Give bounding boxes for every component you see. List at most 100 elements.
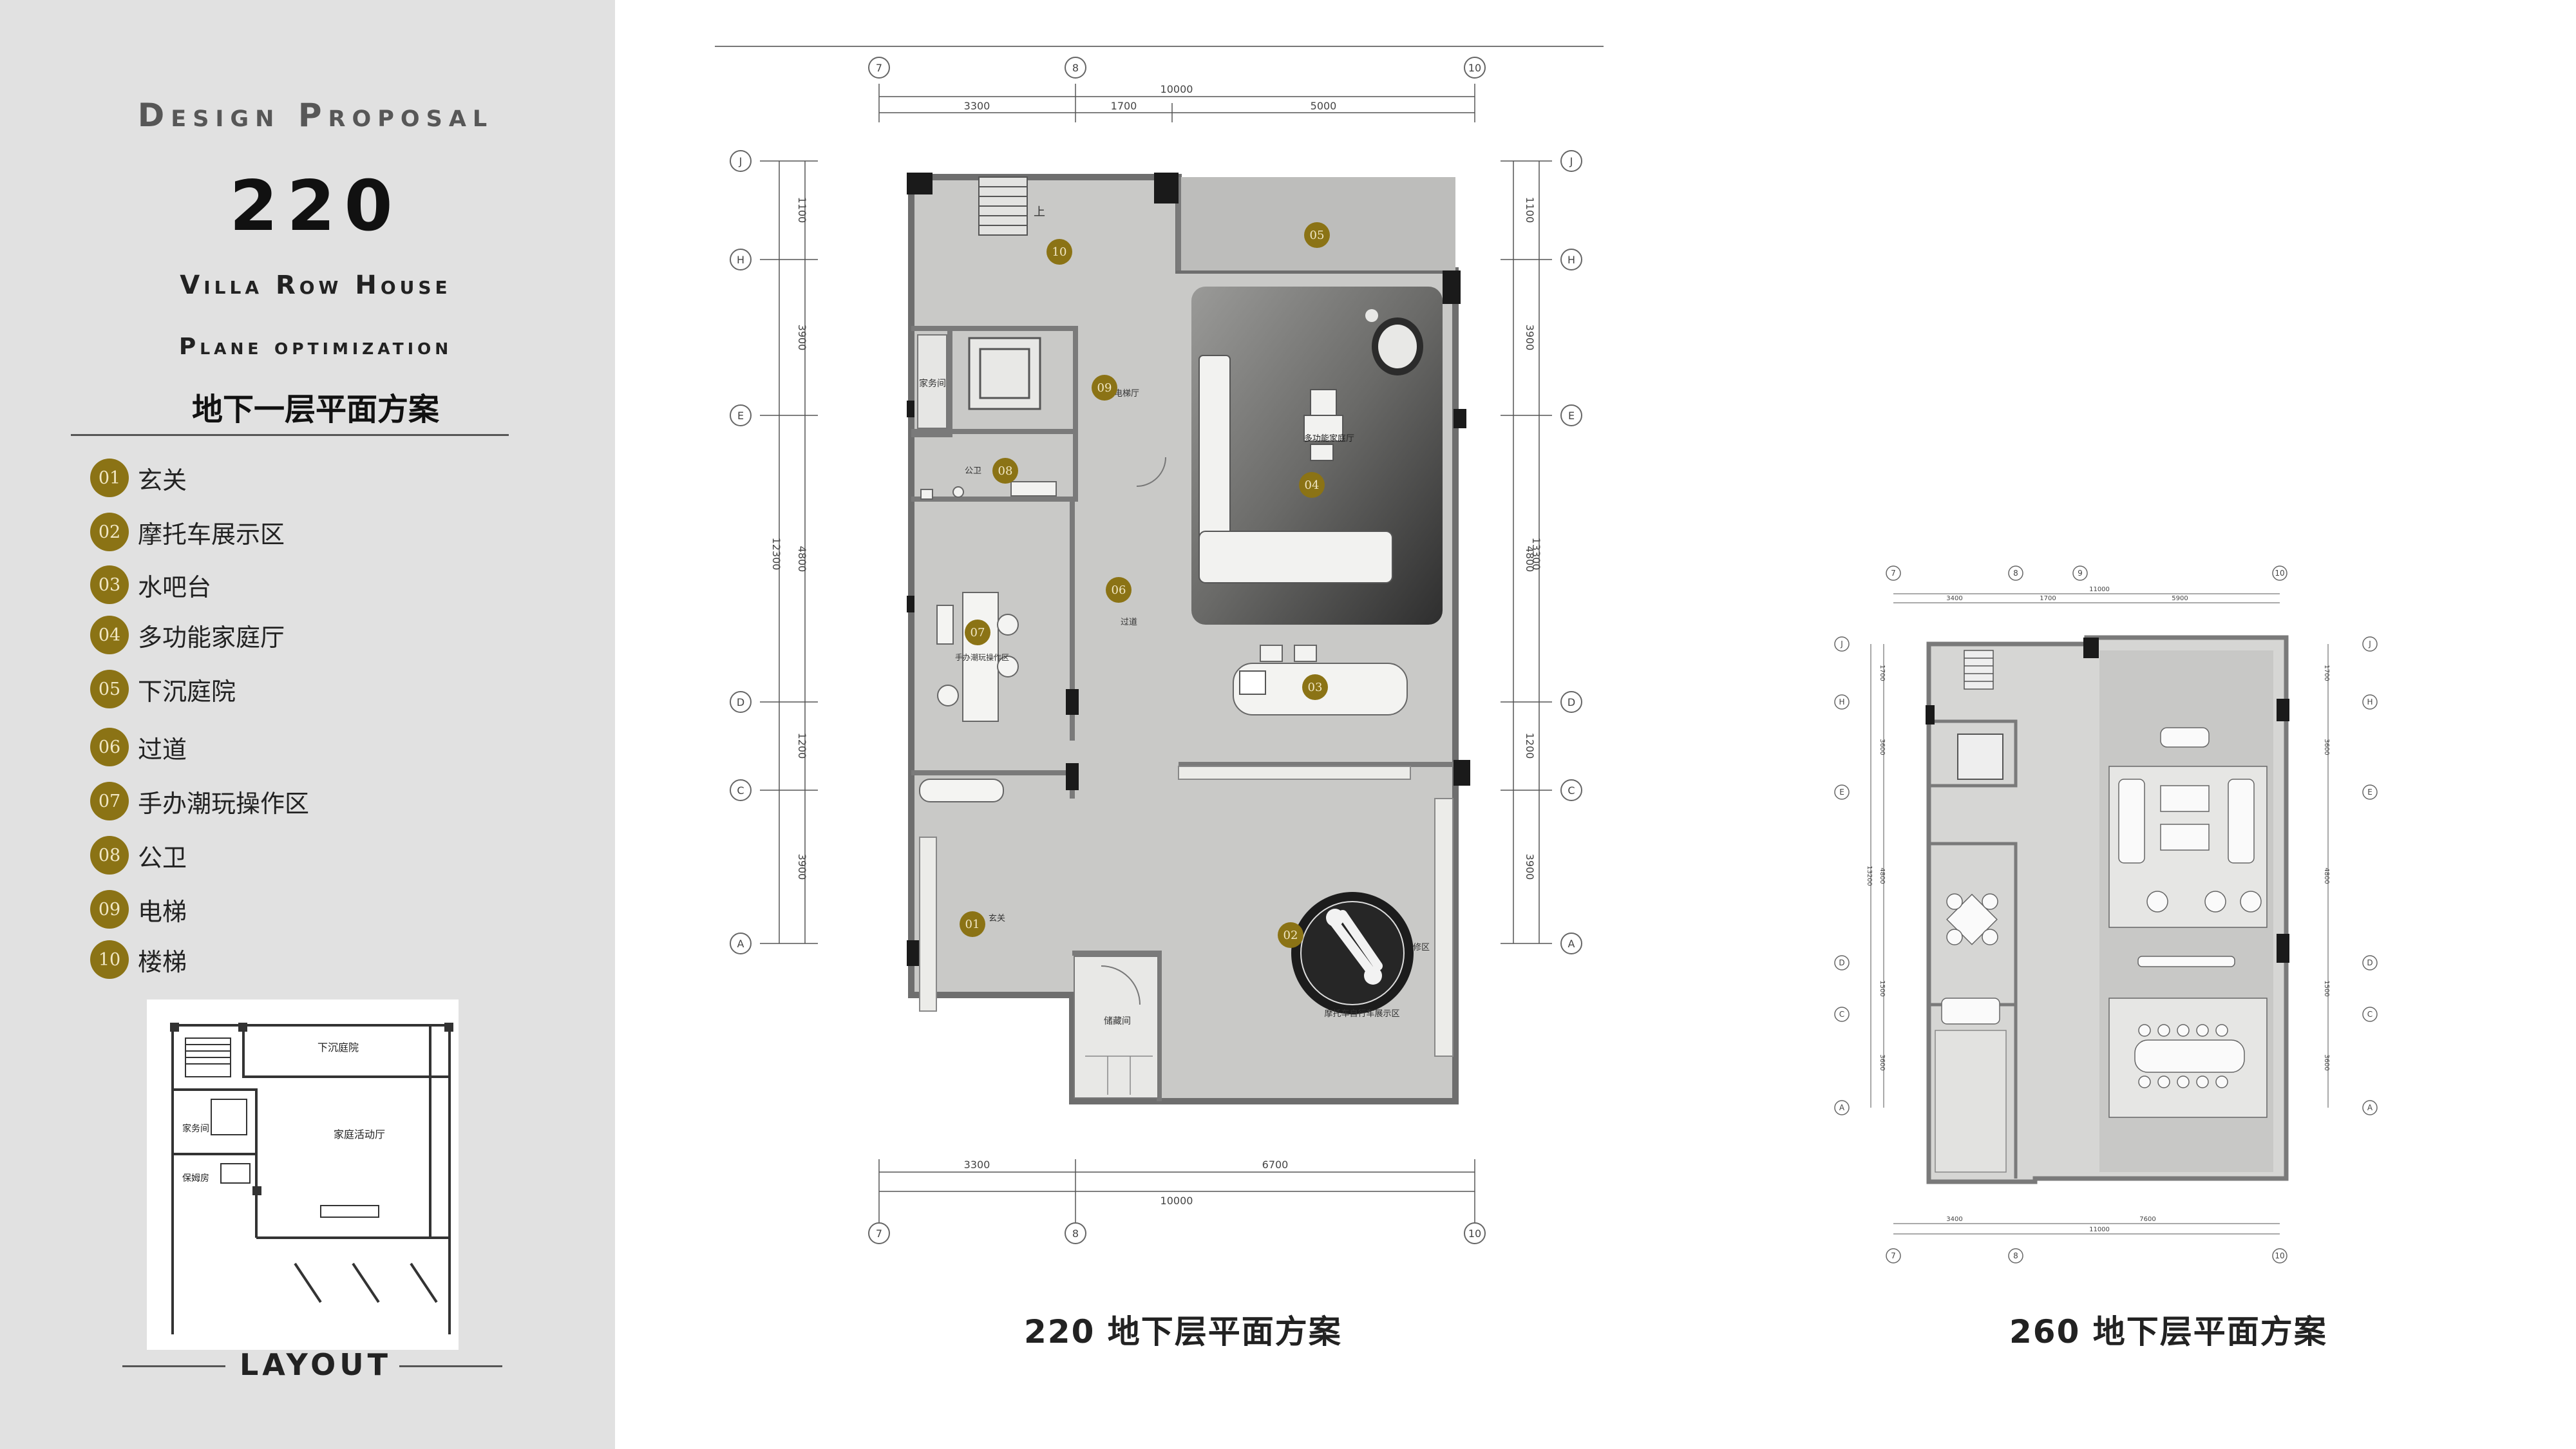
axis-label-260: J	[2368, 639, 2371, 649]
legend-number-badge: 04	[90, 616, 129, 654]
plan-badge-07: 07	[971, 626, 985, 639]
dim-260-right-b: 3600	[2323, 739, 2330, 755]
dim-top-b: 1700	[1111, 100, 1137, 112]
dim-bottom-b: 6700	[1262, 1159, 1289, 1171]
bottom-axis-bubbles	[868, 1222, 1486, 1244]
toilet-fixtures	[920, 481, 1057, 500]
staircase-260	[1964, 650, 1994, 690]
dim-left-c: 1200	[796, 733, 808, 759]
room-label-07: 手办潮玩操作区	[955, 652, 1009, 662]
dim-right-total: 13300	[1530, 538, 1542, 571]
legend-label: 过道	[138, 735, 187, 764]
axis-bubbles-260	[1834, 565, 2378, 1264]
plan-badge-04: 04	[1305, 478, 1320, 492]
axis-label: H	[1567, 254, 1575, 266]
door-swing	[1136, 457, 1166, 487]
plane-optimization: Plane optimization	[178, 334, 453, 360]
villa-type: Villa Row House	[180, 270, 451, 300]
legend-number-badge: 09	[90, 890, 129, 929]
legend-number-badge: 02	[90, 513, 129, 551]
axis-label-260: 10	[2275, 1251, 2284, 1260]
legend-number-badge: 01	[90, 459, 129, 497]
axis-label-260: 8	[2013, 1251, 2018, 1260]
stair-up-mark: 上	[1034, 205, 1045, 219]
storage-label: 储藏间	[1104, 1016, 1131, 1027]
motorbike-display	[1291, 892, 1414, 1014]
plan-badge-05: 05	[1310, 229, 1325, 242]
legend-label: 水吧台	[138, 573, 212, 601]
armchair-seat	[1378, 325, 1417, 368]
dimension-lines-260	[1870, 593, 2329, 1235]
dim-260-left-b: 3600	[1879, 739, 1886, 755]
layout-rule-left	[122, 1365, 225, 1367]
sectional-sofa	[1198, 355, 1393, 583]
top-dimension-lines	[878, 84, 1475, 122]
floor-plan-220: 7 8 10 10000 3300 1700 5000 J H E D C A	[715, 46, 1604, 1244]
dim-top-total: 10000	[1160, 83, 1193, 95]
chinese-title: 地下一层平面方案	[191, 392, 439, 428]
legend-label: 多功能家庭厅	[138, 623, 285, 652]
room-label-04: 多功能家庭厅	[1304, 433, 1354, 444]
dim-right-c: 4800	[1524, 546, 1536, 573]
thumb-label-laundry: 家务间	[182, 1123, 209, 1134]
dim-left-a: 1100	[796, 197, 808, 223]
axis-label-260: A	[1839, 1103, 1845, 1112]
dim-260-left-c: 4800	[1879, 867, 1886, 884]
elevator	[968, 337, 1041, 410]
dim-left-total: 12300	[770, 538, 782, 571]
dim-right-e: 3900	[1524, 854, 1536, 880]
dim-right-b: 3900	[1524, 325, 1536, 351]
dim-260-left-e: 3600	[1879, 1054, 1886, 1070]
elevator-260	[1957, 734, 2003, 780]
room-label-09: 电梯厅	[1114, 389, 1139, 399]
layout-label: LAYOUT	[239, 1347, 392, 1382]
legend-item: 04 多功能家庭厅	[90, 616, 285, 654]
dim-260-top-b: 1700	[2040, 595, 2056, 602]
dim-right-a: 1100	[1524, 197, 1536, 223]
axis-label: 8	[1072, 1227, 1079, 1240]
legend-label: 电梯	[138, 897, 187, 926]
dim-left-d: 3900	[796, 854, 808, 880]
dining-table-260	[2108, 998, 2268, 1118]
axis-label: 8	[1072, 62, 1079, 74]
design-proposal-heading: Design Proposal	[137, 97, 494, 134]
room-label-01: 玄关	[989, 914, 1005, 923]
left-axis-bubbles	[730, 150, 752, 954]
legend-item: 08 公卫	[90, 836, 187, 875]
axis-label-260: D	[1839, 958, 1844, 967]
axis-label-260: A	[2367, 1103, 2373, 1112]
bottom-dimension-lines	[878, 1159, 1475, 1230]
axis-label: C	[737, 784, 744, 797]
axis-label-260: J	[1840, 639, 1843, 649]
legend-label: 玄关	[138, 466, 187, 495]
bench-cabinet	[1178, 766, 1411, 780]
axis-label: J	[1569, 155, 1573, 167]
door-swing	[1101, 965, 1141, 1005]
axis-label-260: 7	[1891, 569, 1896, 578]
axis-label: 10	[1468, 62, 1481, 74]
legend-item: 03 水吧台	[90, 565, 211, 604]
dim-260-top-total: 11000	[2089, 586, 2110, 593]
legend-number-badge: 05	[90, 670, 129, 708]
axis-label: D	[1567, 696, 1575, 708]
axis-label-260: E	[2367, 788, 2372, 797]
title-divider	[71, 434, 509, 436]
wall-cabinet-left	[919, 837, 937, 1012]
dim-bottom-total: 10000	[1160, 1195, 1193, 1207]
structural-columns	[907, 173, 1470, 966]
axis-label-260: E	[1839, 788, 1844, 797]
tea-table-260	[1941, 893, 2000, 1025]
axis-label-260: H	[2367, 697, 2372, 706]
axis-label: D	[737, 696, 744, 708]
legend-label: 公卫	[138, 843, 187, 872]
dim-top-a: 3300	[964, 100, 990, 112]
plan-badge-06: 06	[1112, 583, 1126, 597]
axis-label: J	[739, 155, 743, 167]
dim-260-left-d: 1500	[1879, 980, 1886, 996]
sink	[1239, 670, 1266, 695]
room-label-06: 过道	[1121, 618, 1137, 627]
side-table	[1365, 309, 1378, 322]
caption-220-plan: 220 地下层平面方案	[1024, 1313, 1342, 1350]
plan-badge-10: 10	[1052, 245, 1067, 259]
axis-label-260: C	[2367, 1010, 2372, 1019]
